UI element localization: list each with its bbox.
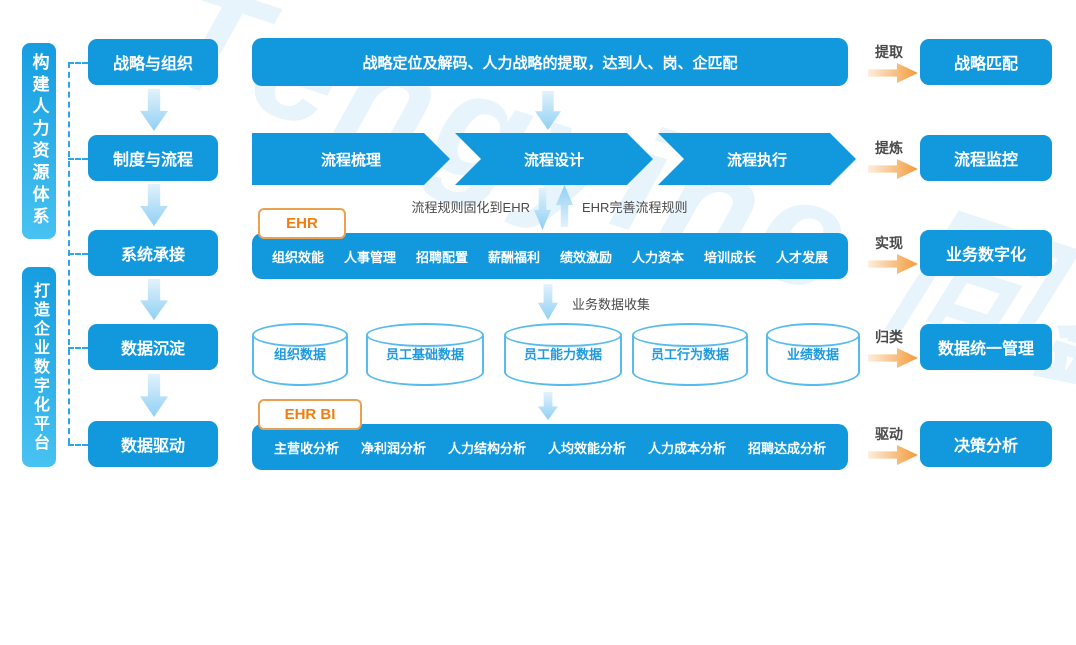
bi-analysis: 人力成本分析 — [648, 440, 727, 456]
down-arrow-icon — [538, 392, 558, 420]
ehr-module: 人力资本 — [631, 249, 684, 265]
sync-up-label: EHR完善流程规则 — [582, 200, 688, 215]
outcome-process-monitor: 流程监控 — [920, 135, 1052, 181]
bi-analysis: 人均效能分析 — [548, 440, 627, 456]
ehr-bi-tag: EHR BI — [258, 399, 362, 430]
down-arrow-icon — [140, 184, 168, 226]
right-arrow-icon — [868, 348, 918, 368]
ehr-tag: EHR — [258, 208, 346, 239]
db-organization-data: 组织数据 — [252, 323, 348, 386]
dashed-tick — [68, 347, 88, 349]
process-chevron-row: 流程梳理 流程设计 流程执行 — [252, 133, 856, 185]
pillar-digital-platform: 打造企业数字化平台 — [22, 267, 56, 467]
right-arrow-icon — [868, 445, 918, 465]
db-employee-ability-data: 员工能力数据 — [504, 323, 622, 386]
db-label: 业绩数据 — [786, 347, 839, 362]
down-arrow-icon — [140, 374, 168, 417]
down-arrow-icon — [140, 89, 168, 131]
outcome-strategy-match: 战略匹配 — [920, 39, 1052, 85]
chevron-process-design: 流程设计 — [455, 133, 653, 185]
ehr-module: 人才发展 — [775, 249, 828, 265]
collect-label: 业务数据收集 — [572, 297, 651, 312]
stage-strategy-organization: 战略与组织 — [88, 39, 218, 85]
verb-refine: 提炼 — [875, 140, 903, 156]
down-arrow-icon — [538, 284, 558, 320]
dashed-tick — [68, 62, 88, 64]
ehr-module: 培训成长 — [703, 249, 756, 265]
down-arrow-icon — [534, 188, 551, 230]
db-label: 员工行为数据 — [650, 347, 729, 362]
stage-system-undertake: 系统承接 — [88, 230, 218, 276]
bi-analysis: 招聘达成分析 — [748, 440, 827, 456]
dashed-tick — [68, 444, 88, 446]
down-arrow-icon — [140, 279, 168, 320]
right-arrow-icon — [868, 63, 918, 83]
right-arrow-icon — [868, 254, 918, 274]
db-employee-base-data: 员工基础数据 — [366, 323, 484, 386]
bi-analysis: 主营收分析 — [273, 440, 339, 456]
stage-data-driven: 数据驱动 — [88, 421, 218, 467]
db-performance-data: 业绩数据 — [766, 323, 860, 386]
bi-analysis: 人力结构分析 — [447, 440, 526, 456]
ehr-module: 薪酬福利 — [487, 249, 540, 265]
verb-drive: 驱动 — [875, 426, 903, 442]
db-label: 组织数据 — [273, 347, 326, 362]
right-arrow-icon — [868, 159, 918, 179]
stage-data-accumulate: 数据沉淀 — [88, 324, 218, 370]
ehr-module: 招聘配置 — [415, 249, 468, 265]
ehr-modules-box: 组织效能 人事管理 招聘配置 薪酬福利 绩效激励 人力资本 培训成长 人才发展 — [252, 233, 848, 279]
verb-extract: 提取 — [875, 44, 903, 60]
bi-analysis: 净利润分析 — [360, 440, 426, 456]
up-arrow-icon — [556, 185, 573, 227]
stage-policy-process: 制度与流程 — [88, 135, 218, 181]
down-arrow-icon — [535, 91, 561, 130]
db-employee-behavior-data: 员工行为数据 — [632, 323, 748, 386]
ehr-module: 人事管理 — [343, 249, 396, 265]
ehr-module: 绩效激励 — [559, 249, 612, 265]
verb-classify: 归类 — [875, 329, 903, 345]
outcome-unified-data-management: 数据统一管理 — [920, 324, 1052, 370]
db-label: 员工基础数据 — [385, 347, 464, 362]
dashed-tick — [68, 253, 88, 255]
strategy-summary-box: 战略定位及解码、人力战略的提取，达到人、岗、企匹配 — [252, 38, 848, 86]
pillar-hr-system: 构建人力资源体系 — [22, 43, 56, 239]
sync-down-label: 流程规则固化到EHR — [411, 200, 530, 215]
db-label: 员工能力数据 — [523, 347, 602, 362]
ehr-module: 组织效能 — [271, 249, 324, 265]
outcome-decision-analysis: 决策分析 — [920, 421, 1052, 467]
watermark: Tengyine 同鑫 — [143, 0, 1076, 441]
chevron-process-execute: 流程执行 — [658, 133, 856, 185]
dashed-tick — [68, 158, 88, 160]
verb-realize: 实现 — [875, 235, 903, 251]
chevron-process-sorting: 流程梳理 — [252, 133, 450, 185]
outcome-business-digitalization: 业务数字化 — [920, 230, 1052, 276]
bi-analyses-box: 主营收分析 净利润分析 人力结构分析 人均效能分析 人力成本分析 招聘达成分析 — [252, 424, 848, 470]
